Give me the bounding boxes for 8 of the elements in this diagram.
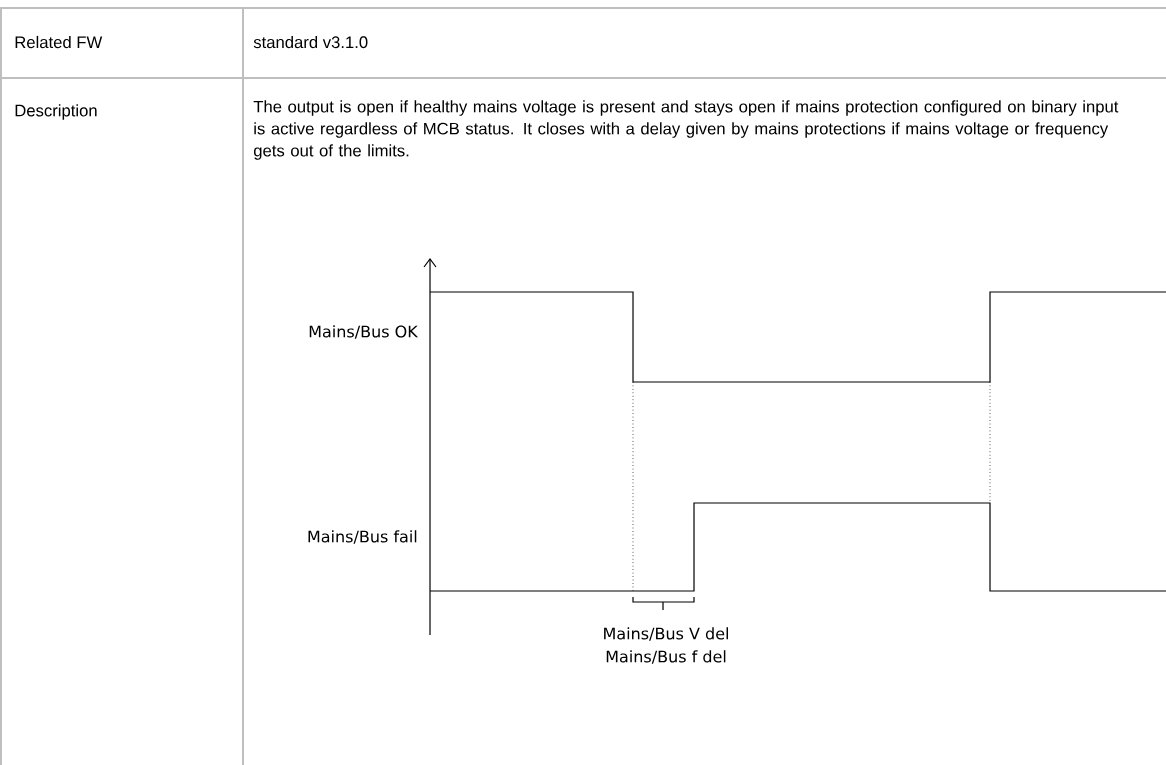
description-text: The output is open if healthy mains voltage is present and stays open if mains protection configured on binary input is active regardless of MCB status. It closes with a delay given by mains protections if mains voltage or frequency gets out of the limits. <box>253 100 1119 160</box>
level-label: Mains/Bus fail <box>308 530 417 544</box>
delay-label: Mains/Bus f del <box>606 650 726 664</box>
field-value: standard v3.1.0 <box>253 35 368 49</box>
level-label: Mains/Bus OK <box>309 325 419 339</box>
row-label: Related FW <box>15 35 103 49</box>
delay-label: Mains/Bus V del <box>604 627 728 641</box>
row-label: Description <box>15 104 97 120</box>
